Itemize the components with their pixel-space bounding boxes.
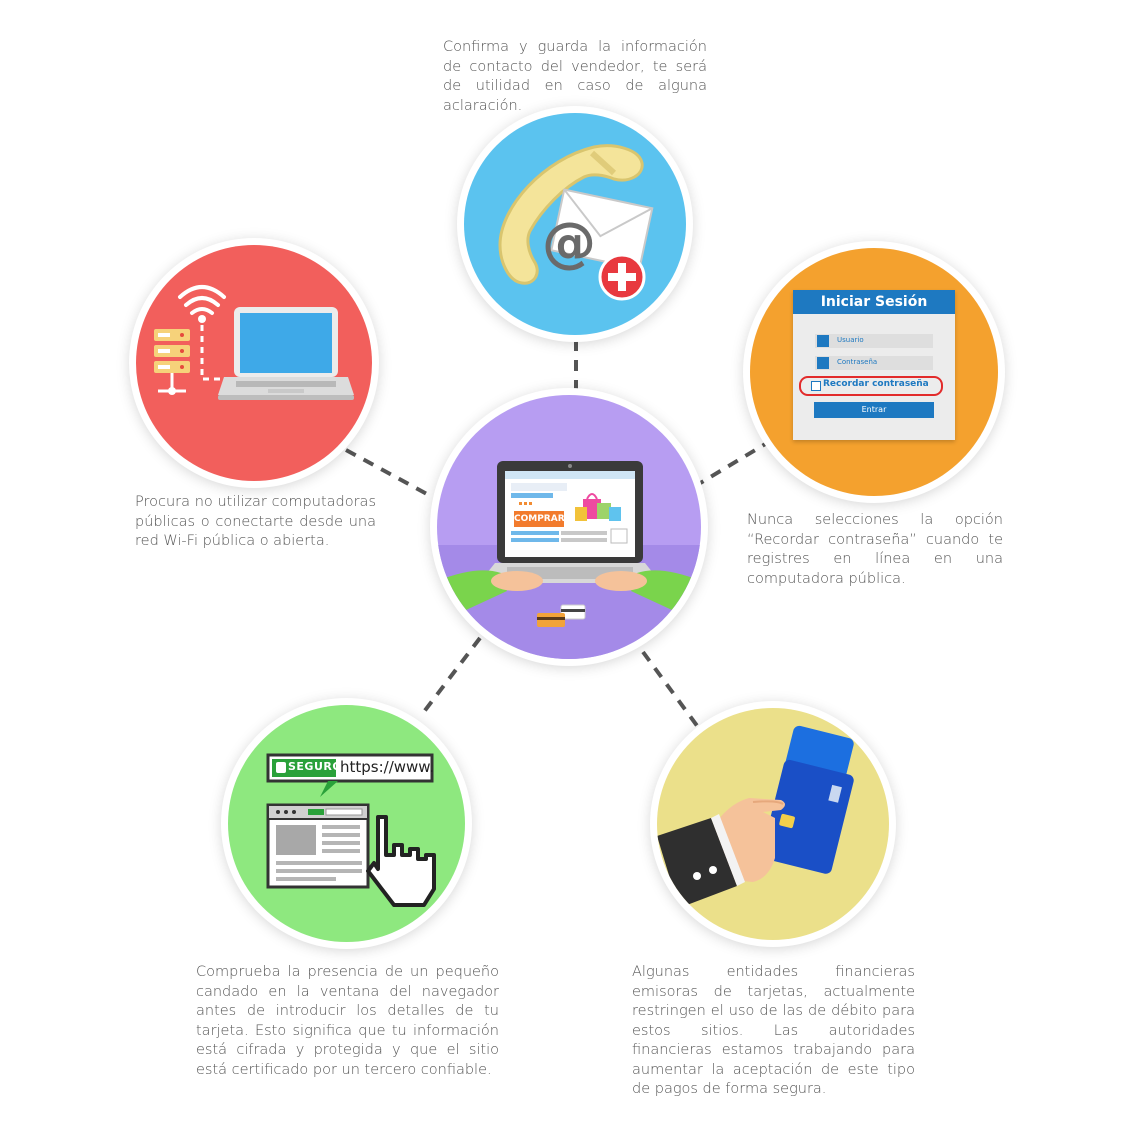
caption-bottom-right: Algunas entidades financieras emisoras d… [632,964,915,1097]
lock-icon [817,357,829,369]
lock-icon [276,762,286,773]
phone-email-add-icon: @ [498,144,654,301]
svg-text:@: @ [542,211,596,274]
login-form-icon: Iniciar Sesión Usuario Contraseña Record… [793,290,955,440]
server-wifi-laptop-icon [154,285,354,400]
hand-cards-icon [657,725,854,908]
connector-right [695,438,774,487]
remember-label: Recordar contraseña [823,379,929,389]
password-placeholder: Contraseña [837,358,878,366]
buy-button: COMPRAR [514,511,565,527]
circle-public-wifi [136,245,372,481]
url-text: https://www. [340,758,434,776]
checkbox-icon [811,381,821,391]
circle-secure-site: SEGURO https://www. [228,705,465,942]
submit-button: Entrar [814,402,934,418]
secure-badge: SEGURO [288,760,343,773]
caption-right: Nunca selecciones la opción “Recordar co… [747,512,1003,587]
circle-card-payment [657,708,889,940]
connector-left [345,448,439,502]
login-title: Iniciar Sesión [793,290,955,314]
username-field: Usuario [815,334,933,348]
username-placeholder: Usuario [837,336,864,344]
circle-online-shopping: COMPRAR [437,395,701,659]
caption-left: Procura no utilizar computadoras pública… [135,494,376,549]
circle-login: Iniciar Sesión Usuario Contraseña Record… [750,248,998,496]
circle-contact: @ [464,113,686,335]
user-icon [817,335,829,347]
secure-browser-hand-icon [266,753,436,907]
connector-bottom-left [418,636,482,719]
caption-bottom-left: Comprueba la presencia de un pequeño can… [196,964,499,1078]
connector-bottom-right [641,650,700,729]
caption-top: Confirma y guarda la información de cont… [443,39,707,114]
laptop-shopping-icon [437,461,701,659]
remember-password-option: Recordar contraseña [799,376,943,396]
password-field: Contraseña [815,356,933,370]
